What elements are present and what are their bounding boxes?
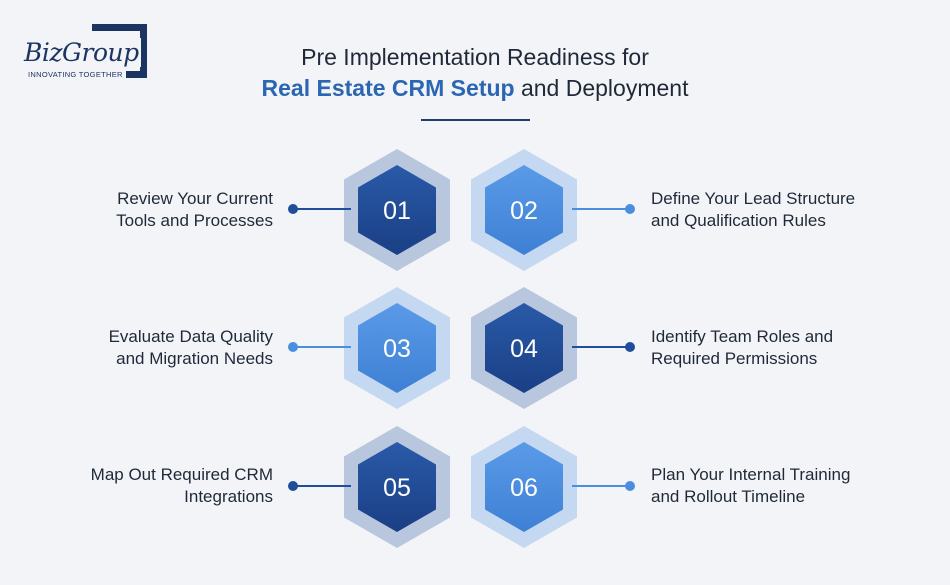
connector-06 [572,481,635,491]
step-label-01-line2: Tools and Processes [116,211,273,230]
step-label-04-line2: Required Permissions [651,349,818,368]
connector-04 [572,342,635,352]
hexagon-02-inner [485,165,563,255]
step-number-01: 01 [383,197,411,225]
hexagon-02: 02 [471,149,577,271]
step-label-02-line1: Define Your Lead Structure [651,189,856,208]
hexagon-05-inner [358,442,436,532]
connector-05 [288,481,351,491]
title-line-1: Pre Implementation Readiness for [301,44,649,70]
step-number-05: 05 [383,474,411,502]
step-label-03-line1: Evaluate Data Quality [108,327,273,346]
connector-01 [288,204,351,214]
logo-tagline: INNOVATING TOGETHER [28,70,126,79]
hexagon-06-inner [485,442,563,532]
page-title: Pre Implementation Readiness for Real Es… [0,42,950,104]
step-label-05: Map Out Required CRM Integrations [13,464,273,508]
logo-wordmark: BizGroup [24,38,141,67]
title-highlight: Real Estate CRM Setup [261,75,515,101]
step-number-04: 04 [510,335,538,363]
connector-02 [572,204,635,214]
connector-dot-01 [288,204,298,214]
connector-dot-05 [288,481,298,491]
title-line-2: Real Estate CRM Setup and Deployment [0,73,950,104]
step-number-03: 03 [383,335,411,363]
hexagon-03-inner [358,303,436,393]
hexagon-01: 01 [344,149,450,271]
step-label-04-line1: Identify Team Roles and [651,327,834,346]
connector-03 [288,342,351,352]
step-label-06-line2: and Rollout Timeline [651,487,806,506]
hexagon-04: 04 [471,287,577,409]
connector-dot-04 [625,342,635,352]
step-label-03-line2: and Migration Needs [116,349,273,368]
step-label-05-line1: Map Out Required CRM [90,465,273,484]
title-underline [421,119,530,121]
connector-dot-03 [288,342,298,352]
hexagon-01-inner [358,165,436,255]
step-label-06-line1: Plan Your Internal Training [651,465,851,484]
connector-dot-02 [625,204,635,214]
hexagon-05: 05 [344,426,450,548]
hexagon-04-inner [485,303,563,393]
step-label-02-line2: and Qualification Rules [651,211,826,230]
hexagon-06: 06 [471,426,577,548]
hexagon-03: 03 [344,287,450,409]
step-label-04: Identify Team Roles and Required Permiss… [651,326,911,370]
step-label-03: Evaluate Data Quality and Migration Need… [13,326,273,370]
title-rest: and Deployment [514,75,689,101]
step-label-05-line2: Integrations [184,487,273,506]
step-label-01-line1: Review Your Current [117,189,273,208]
step-number-06: 06 [510,474,538,502]
step-number-02: 02 [510,197,538,225]
step-label-02: Define Your Lead Structure and Qualifica… [651,188,911,232]
bizgroup-logo: BizGroup INNOVATING TOGETHER [22,24,157,84]
step-label-01: Review Your Current Tools and Processes [13,188,273,232]
step-label-06: Plan Your Internal Training and Rollout … [651,464,911,508]
connector-dot-06 [625,481,635,491]
